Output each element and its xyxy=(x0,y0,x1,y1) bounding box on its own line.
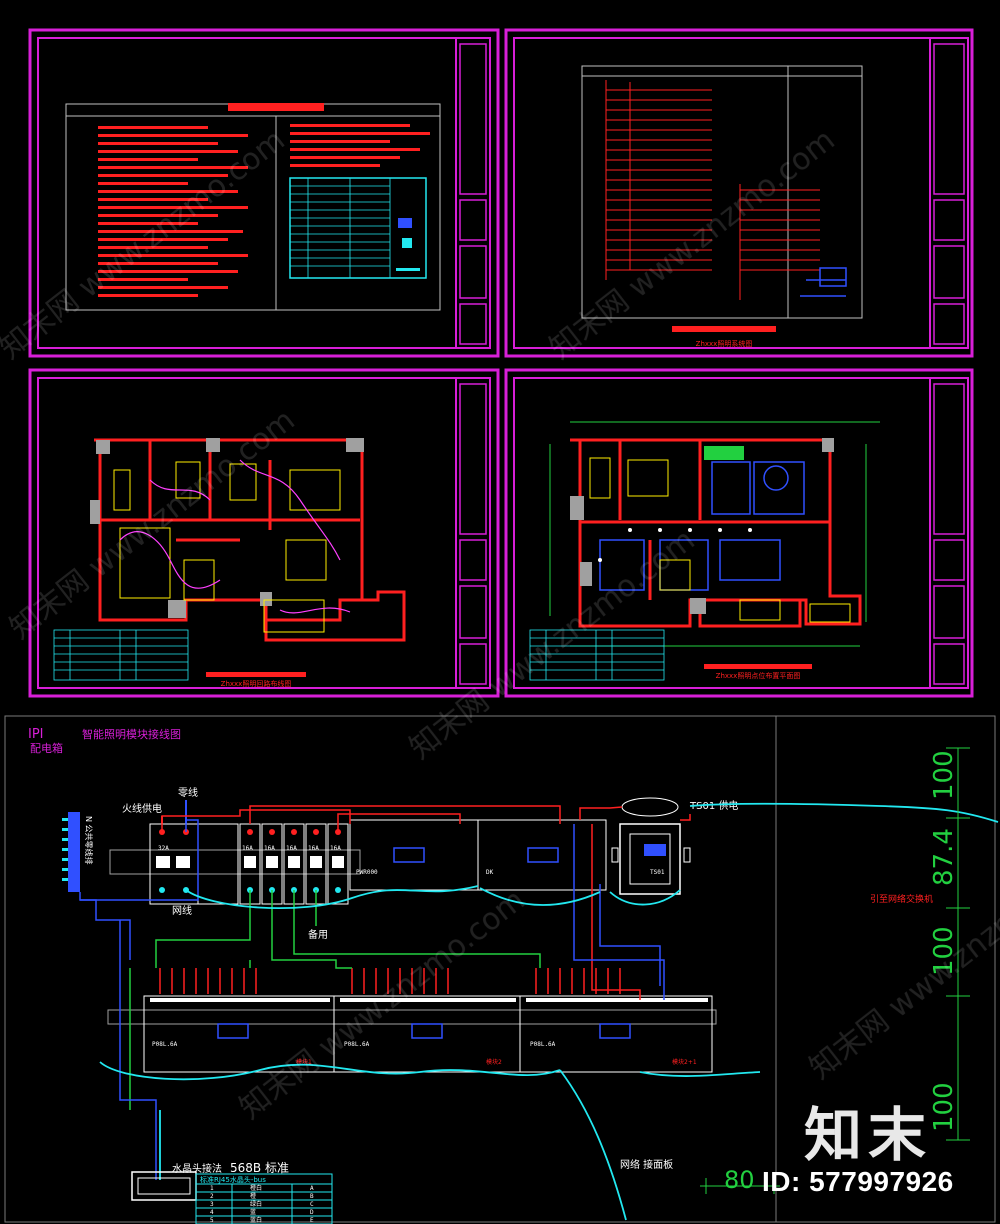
relay-1-tag: 模块1 xyxy=(296,1058,312,1066)
breaker-4-label: 16A xyxy=(308,845,319,852)
sheet-lighting-points: Zhxxx照明点位布置平面图 xyxy=(504,368,974,698)
rj45-pin-2: B xyxy=(310,1193,314,1200)
sheet-system-diagram: Zhxxx照明系统图 xyxy=(504,28,974,358)
brand-watermark: 知末 xyxy=(804,1101,933,1169)
rj45-pin-4: D xyxy=(310,1209,314,1216)
legend-table xyxy=(289,177,427,279)
wires-blue xyxy=(79,819,665,1180)
wiring-diagram: IPI 配电箱 智能照明模块接线图 火线供电 零线 N 公共零线排 xyxy=(4,715,999,1224)
live-label: 火线供电 xyxy=(122,802,162,815)
system-circuits xyxy=(605,80,820,300)
rj45-color-3: 绿白 xyxy=(250,1200,262,1208)
breaker-2-label: 16A xyxy=(264,845,275,852)
watermark-4: 知末网 www.znzmo.com xyxy=(403,523,701,767)
rj45-row-2: 2 xyxy=(210,1193,214,1200)
nbus-label: N 公共零线排 xyxy=(84,816,94,865)
neutral-label: 零线 xyxy=(178,786,198,799)
crystal-label: 水晶头接法 xyxy=(172,1162,222,1175)
rj45-pin-1: A xyxy=(310,1185,314,1192)
wires-red xyxy=(161,805,691,1000)
floorplan-walls-right xyxy=(570,438,862,628)
rj45-row-5: 5 xyxy=(210,1217,214,1224)
breaker-5-label: 16A xyxy=(330,845,341,852)
resource-id: ID: 577997926 xyxy=(762,1166,954,1197)
breaker-rail: 32A 16A 16A 16A 16A 16A xyxy=(109,823,361,905)
relay-3-label: P08L.6A xyxy=(530,1041,556,1048)
notes-text-left xyxy=(98,126,248,297)
spare-label: 备用 xyxy=(308,928,328,941)
system-caption: Zhxxx照明系统图 xyxy=(696,339,753,348)
watermark-6: 知末网 www.znzmo.com xyxy=(803,843,1000,1087)
notes-title-block xyxy=(228,103,324,111)
panel-port-label: 网络 接面板 xyxy=(620,1158,673,1171)
breaker-1-label: 16A xyxy=(242,845,253,852)
sheet-design-notes xyxy=(28,28,500,358)
relay-2-label: P08L.6A xyxy=(344,1041,370,1048)
dim-bottom: 80 xyxy=(724,1166,755,1194)
relay-3-tag: 模块2+1 xyxy=(672,1058,697,1066)
floorplan-walls-left xyxy=(94,438,406,642)
breaker-3-label: 16A xyxy=(286,845,297,852)
wires-green xyxy=(129,890,541,1110)
rj45-pin-3: C xyxy=(310,1201,314,1208)
neutral-bus: N 公共零线排 xyxy=(62,812,94,892)
panel-label: 配电箱 xyxy=(30,741,63,755)
rj45-row-4: 4 xyxy=(210,1209,214,1216)
watermark-5: 知末网 www.znzmo.com xyxy=(233,883,531,1127)
relay-1-label: P08L.6A xyxy=(152,1041,178,1048)
rj45-table-header: 标准RJ45水晶头-bus xyxy=(200,1175,266,1184)
layout-caption: Zhxxx照明回路布线图 xyxy=(221,679,292,688)
wires-cyan xyxy=(99,802,999,1221)
dim-value-2: 87.4 xyxy=(929,828,959,886)
dim-value-3: 100 xyxy=(929,926,959,976)
rj45-color-1: 橙白 xyxy=(250,1184,262,1192)
rj45-pin-5: E xyxy=(310,1217,314,1224)
power-modules: PWR000 DK xyxy=(349,819,607,891)
sheet-circuit-layout: Zhxxx照明回路布线图 xyxy=(28,368,500,698)
dk-module-label: DK xyxy=(486,869,494,876)
pwr-module-label: PWR000 xyxy=(356,869,378,876)
breaker-main-label: 32A xyxy=(158,845,169,852)
points-caption: Zhxxx照明点位布置平面图 xyxy=(716,671,801,680)
dim-value-4: 100 xyxy=(929,1082,959,1132)
standard-label: 568B 标准 xyxy=(230,1161,289,1175)
layout-legend xyxy=(53,629,189,681)
rj45-color-5: 蓝白 xyxy=(250,1216,262,1224)
ts01-module: TS01 xyxy=(611,823,691,895)
rj45-row-1: 1 xyxy=(210,1185,214,1192)
ground-label: 网线 xyxy=(172,904,192,917)
rj45-section: 水晶头接法 568B 标准 标准RJ45水晶头-bus 1 2 3 4 5 橙白… xyxy=(131,1161,333,1224)
wiring-title: 智能照明模块接线图 xyxy=(82,727,181,741)
notes-text-right xyxy=(290,124,430,167)
dim-value-1: 100 xyxy=(929,750,959,800)
ipi-label: IPI xyxy=(28,727,44,742)
switch-label: 引至网络交换机 xyxy=(870,893,933,905)
rj45-color-2: 橙 xyxy=(250,1192,256,1200)
rj45-color-4: 蓝 xyxy=(250,1208,256,1216)
ts01-module-label: TS01 xyxy=(650,869,665,876)
relay-rail: P08L.6A P08L.6A P08L.6A 模块1 模块2 模块2+1 xyxy=(107,995,717,1073)
points-legend xyxy=(529,629,665,681)
rj45-row-3: 3 xyxy=(210,1201,214,1208)
relay-2-tag: 模块2 xyxy=(486,1058,502,1066)
dimension-column xyxy=(700,747,970,1194)
